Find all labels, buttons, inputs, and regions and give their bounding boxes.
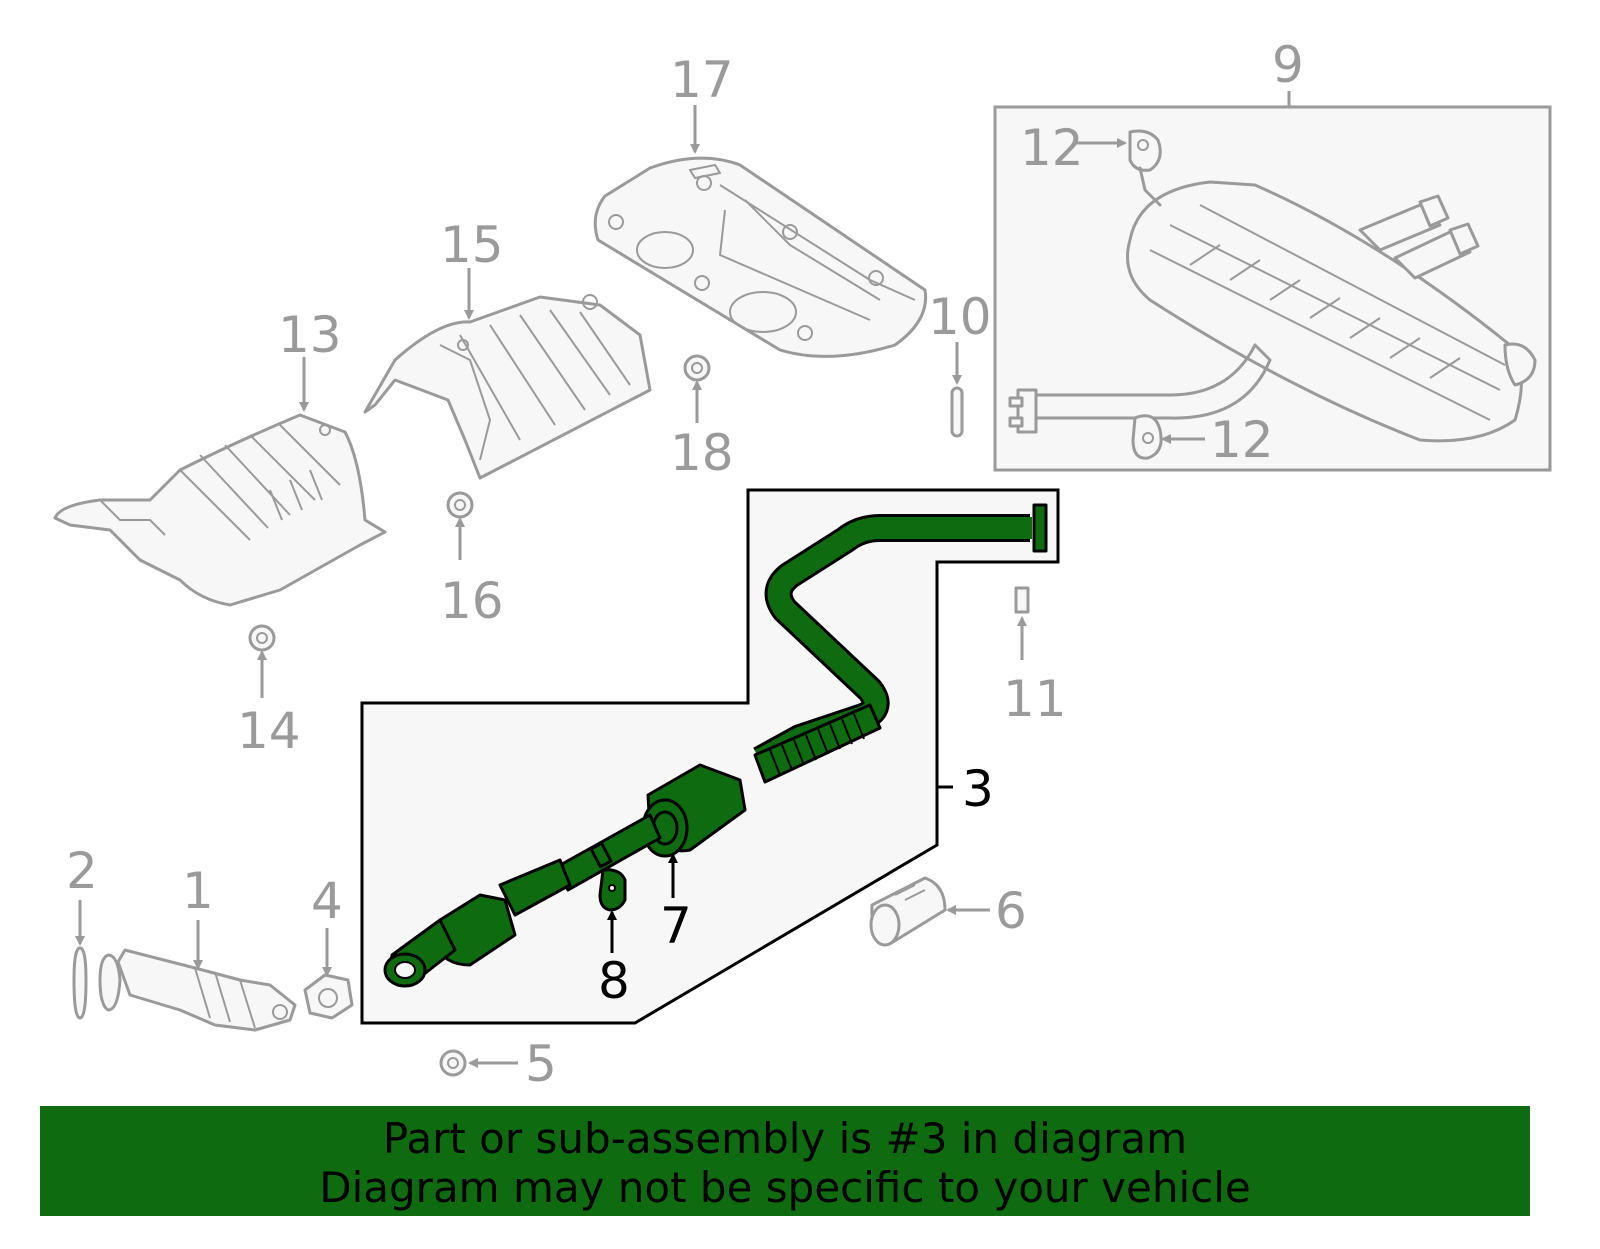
callout-8: 8: [598, 952, 630, 1010]
callout-2: 2: [66, 842, 98, 900]
callout-10: 10: [928, 288, 992, 346]
callout-7: 7: [660, 897, 692, 955]
part-18-clip[interactable]: [683, 354, 711, 382]
part-14-clip[interactable]: [248, 624, 276, 652]
part-6-clamp[interactable]: [869, 876, 947, 947]
callout-1: 1: [182, 862, 214, 920]
part-9-muffler-assembly[interactable]: [993, 91, 1552, 472]
callout-13: 13: [278, 306, 342, 364]
callout-6: 6: [995, 882, 1027, 940]
callout-9: 9: [1272, 36, 1304, 94]
leader-lines: [75, 105, 1205, 1068]
part-4-gasket[interactable]: [303, 973, 354, 1020]
banner-line-2: Diagram may not be specific to your vehi…: [319, 1163, 1251, 1212]
callout-16: 16: [440, 572, 504, 630]
part-10-gasket[interactable]: [950, 386, 964, 438]
info-banner: Part or sub-assembly is #3 in diagram Di…: [40, 1106, 1530, 1216]
callout-4: 4: [311, 872, 343, 930]
part-13-heat-shield[interactable]: [53, 413, 387, 607]
callout-5: 5: [525, 1035, 557, 1093]
part-2-gasket[interactable]: [72, 946, 88, 1020]
part-15-heat-shield[interactable]: [363, 294, 652, 480]
callout-18: 18: [670, 424, 734, 482]
callout-12-top: 12: [1020, 119, 1084, 177]
callout-14: 14: [237, 702, 301, 760]
callout-3: 3: [962, 760, 994, 818]
part-17-heat-shield[interactable]: [593, 156, 928, 358]
callout-12-bottom: 12: [1210, 411, 1274, 469]
part-1-front-pipe[interactable]: [98, 948, 297, 1032]
callout-11: 11: [1003, 670, 1067, 728]
part-3-center-pipe-assembly[interactable]: [360, 488, 1060, 1025]
banner-line-1: Part or sub-assembly is #3 in diagram: [382, 1114, 1188, 1163]
part-11-gasket[interactable]: [1014, 586, 1030, 614]
part-16-clip[interactable]: [446, 491, 474, 519]
callout-15: 15: [440, 216, 504, 274]
callout-numbers: 17 9 12 12 15 13 10 18 16 14 11 3 7 8 6 …: [66, 36, 1304, 1093]
part-5-nut[interactable]: [439, 1049, 467, 1077]
callout-17: 17: [670, 51, 734, 109]
